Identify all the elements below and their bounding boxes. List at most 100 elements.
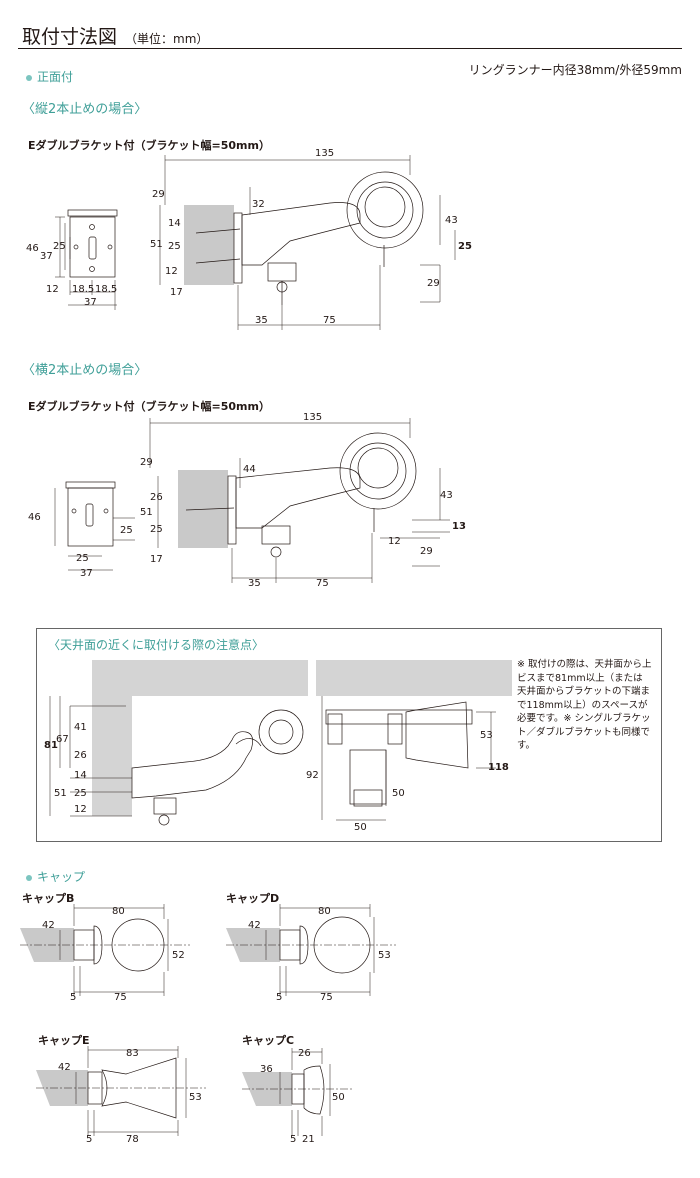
dim-label: 51 [140, 507, 153, 518]
dim-label: 21 [302, 1134, 315, 1145]
dim-label: 12 [388, 536, 401, 547]
dim-label: 12 [46, 284, 59, 295]
dim-label: 32 [252, 199, 265, 210]
dim-label: 46 [26, 243, 39, 254]
horizontal-bracket-side-view [149, 418, 450, 583]
vertical-mount-title: 〈縦2本止めの場合〉 [22, 102, 148, 117]
dim-label: 14 [168, 218, 181, 229]
ceiling-caution-text: ※ 取付けの際は、天井面から上ビスまで81mm以上（または天井面からブラケットの… [517, 659, 652, 751]
bullet-icon [26, 74, 32, 81]
dim-label: 135 [303, 412, 322, 423]
horizontal-mount-title: 〈横2本止めの場合〉 [22, 363, 148, 378]
dim-label: 80 [318, 906, 331, 917]
cap-b-diagram: 80 42 52 5 75 [20, 904, 190, 1003]
dim-label: 41 [74, 722, 87, 733]
dim-label: 78 [126, 1134, 139, 1145]
dim-label: 53 [189, 1092, 202, 1103]
dim-label: 5 [70, 992, 76, 1003]
dim-label: 42 [58, 1062, 71, 1073]
horizontal-bracket-label: Eダブルブラケット付（ブラケット幅=50mm） [28, 400, 270, 413]
unit-label: （単位：mm） [125, 32, 209, 46]
dim-label: 17 [150, 554, 163, 565]
dim-label: 92 [306, 770, 319, 781]
dim-label: 25 [76, 553, 89, 564]
cap-b-label: キャップB [22, 892, 75, 905]
dim-label: 26 [150, 492, 163, 503]
dim-label: 14 [74, 770, 87, 781]
dim-label: 80 [112, 906, 125, 917]
dim-label: 135 [315, 148, 334, 159]
dim-label: 5 [86, 1134, 92, 1145]
horizontal-mount-diagram: 46 25 25 37 135 29 44 26 51 25 17 43 13 … [28, 412, 466, 589]
dim-label: 75 [114, 992, 127, 1003]
dim-label: 29 [420, 546, 433, 557]
dim-label: 18.5 [95, 284, 117, 295]
dim-label: 75 [320, 992, 333, 1003]
dim-label: 43 [445, 215, 458, 226]
dim-label: 25 [458, 241, 472, 252]
section-front: 正面付 [26, 68, 73, 85]
dim-label: 25 [168, 241, 181, 252]
bullet-icon [26, 874, 32, 881]
dim-label: 51 [54, 788, 67, 799]
dim-label: 12 [165, 266, 178, 277]
dim-label: 37 [80, 568, 93, 579]
ceiling-caution-box [36, 628, 662, 842]
dim-label: 51 [150, 239, 163, 250]
dim-label: 29 [152, 189, 165, 200]
dim-label: 35 [255, 315, 268, 326]
dim-label: 25 [53, 241, 66, 252]
dim-label: 53 [378, 950, 391, 961]
ceiling-clearance-diagram: 81 67 41 26 14 51 25 12 92 50 50 53 118 [44, 660, 512, 833]
dim-label: 36 [260, 1064, 273, 1075]
dim-label: 42 [42, 920, 55, 931]
dim-label: 50 [392, 788, 405, 799]
dim-label: 118 [488, 762, 509, 773]
cap-c-diagram: 26 36 50 5 21 [242, 1048, 352, 1145]
vertical-mount-diagram: 46 37 25 12 18.5 18.5 37 135 29 32 14 51… [26, 148, 472, 330]
dim-label: 18.5 [72, 284, 94, 295]
dim-label: 25 [150, 524, 163, 535]
dim-label: 50 [354, 822, 367, 833]
ceiling-caution-title: 〈天井面の近くに取付ける際の注意点〉 [48, 638, 265, 652]
dim-label: 46 [28, 512, 41, 523]
dim-label: 75 [316, 578, 329, 589]
dim-label: 25 [74, 788, 87, 799]
cap-d-diagram: 80 42 53 5 75 [226, 904, 396, 1003]
dim-label: 12 [74, 804, 87, 815]
dim-label: 29 [140, 457, 153, 468]
dim-label: 75 [323, 315, 336, 326]
dim-label: 67 [56, 734, 69, 745]
vertical-bracket-side-view [159, 155, 456, 330]
dim-label: 44 [243, 464, 256, 475]
dim-label: 83 [126, 1048, 139, 1059]
cap-e-label: キャップE [38, 1034, 90, 1047]
cap-c-label: キャップC [242, 1034, 295, 1047]
dim-label: 50 [332, 1092, 345, 1103]
dim-label: 43 [440, 490, 453, 501]
dim-label: 29 [427, 278, 440, 289]
vertical-plate-front-view [55, 209, 118, 310]
dim-label: 26 [298, 1048, 311, 1059]
vertical-bracket-label: Eダブルブラケット付（ブラケット幅=50mm） [28, 139, 270, 152]
dim-label: 37 [40, 251, 53, 262]
dim-label: 37 [84, 297, 97, 308]
horizontal-plate-front-view [54, 481, 135, 571]
ring-runner-note: リングランナー内径38mm/外径59mm [468, 63, 682, 77]
dim-label: 17 [170, 287, 183, 298]
cap-d-label: キャップD [226, 892, 280, 905]
dim-label: 35 [248, 578, 261, 589]
dim-label: 81 [44, 740, 58, 751]
cap-e-side-view [325, 701, 496, 807]
dim-label: 13 [452, 521, 466, 532]
dim-label: 53 [480, 730, 493, 741]
title-divider [18, 48, 682, 49]
dim-label: 26 [74, 750, 87, 761]
dim-label: 5 [290, 1134, 296, 1145]
dim-label: 42 [248, 920, 261, 931]
dim-label: 5 [276, 992, 282, 1003]
cap-e-diagram: 83 42 53 5 78 [36, 1046, 206, 1145]
dim-label: 52 [172, 950, 185, 961]
page-title: 取付寸法図（単位：mm） [22, 26, 209, 48]
section-caps: キャップ [26, 868, 85, 885]
